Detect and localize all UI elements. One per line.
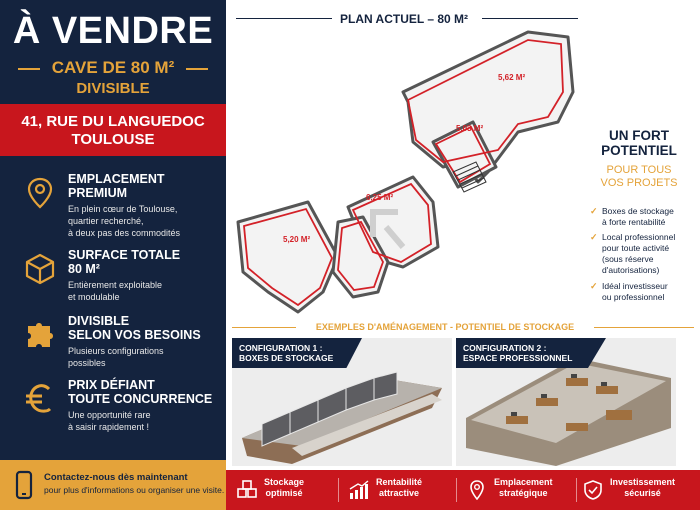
feature-desc: En plein cœur de Toulouse,quartier reche… [68, 204, 181, 238]
divider [236, 18, 332, 19]
location-pin-icon [27, 177, 53, 209]
puzzle-icon [28, 323, 53, 347]
divider [18, 68, 40, 70]
subtitle-divisible: DIVISIBLE [76, 80, 150, 97]
divider [456, 478, 457, 502]
contact-desc: pour plus d'informations ou organiser un… [44, 485, 225, 495]
room-label: 6,25 M² [366, 193, 393, 202]
room-label: 5,20 M² [283, 235, 310, 244]
shield-check-icon [584, 480, 602, 500]
divider [232, 327, 296, 328]
address-banner: 41, RUE DU LANGUEDOC TOULOUSE [0, 104, 226, 156]
check-icon: ✓ [590, 281, 598, 291]
floor-plan: 5,62 M² 5,03 M² 6,25 M² 5,20 M² [236, 30, 575, 314]
left-panel: À VENDRE CAVE DE 80 M² DIVISIBLE 41, RUE… [0, 0, 226, 510]
growth-chart-icon [349, 480, 369, 499]
boxes-icon [237, 480, 257, 498]
cube-icon [25, 253, 55, 285]
config-office-image: CONFIGURATION 2 :ESPACE PROFESSIONNEL [456, 338, 676, 466]
euro-icon [26, 384, 52, 413]
location-pin-icon [470, 480, 484, 500]
phone-icon [15, 470, 33, 500]
divider [482, 18, 578, 19]
examples-title: EXEMPLES D'AMÉNAGEMENT - POTENTIEL DE ST… [315, 322, 575, 332]
divider [594, 327, 694, 328]
contact-cta: Contactez-nous dès maintenant [44, 472, 188, 483]
divider [576, 478, 577, 502]
room-label: 5,62 M² [498, 73, 525, 82]
divider [338, 478, 339, 502]
address-street: 41, RUE DU LANGUEDOC [21, 113, 205, 130]
page-title: À VENDRE [12, 10, 214, 52]
office-space-render [466, 358, 671, 466]
plan-title: PLAN ACTUEL – 80 M² [340, 12, 469, 26]
config1-label: CONFIGURATION 1 :BOXES DE STOCKAGE [232, 338, 362, 368]
config2-label: CONFIGURATION 2 :ESPACE PROFESSIONNEL [456, 338, 606, 368]
contact-banner[interactable]: Contactez-nous dès maintenant pour plus … [0, 460, 226, 510]
address-city: TOULOUSE [71, 131, 155, 148]
subtitle-size: CAVE DE 80 M² [51, 58, 175, 77]
divider [186, 68, 208, 70]
check-icon: ✓ [590, 206, 598, 216]
check-icon: ✓ [590, 232, 598, 242]
storage-boxes-render [242, 371, 442, 464]
config-storage-image: CONFIGURATION 1 :BOXES DE STOCKAGE [232, 338, 452, 466]
room-label: 5,03 M² [456, 124, 483, 133]
